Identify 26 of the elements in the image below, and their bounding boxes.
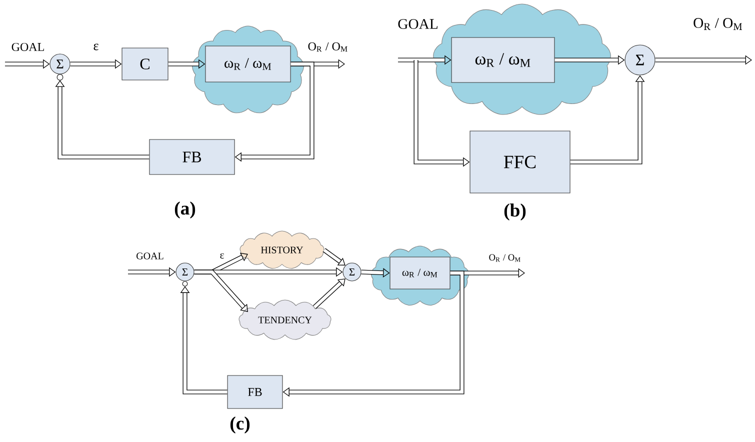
block-box: FFC	[470, 130, 570, 194]
edge-label: O$_{R}$ / O$_{M}$	[694, 18, 742, 30]
edge-label: O$_{R}$ / O$_{M}$	[489, 254, 520, 262]
arrow	[282, 270, 464, 397]
block-box: C	[122, 48, 168, 80]
arrow	[312, 278, 346, 309]
panel-label: (a)	[174, 202, 196, 218]
cloud-box: HISTORY	[240, 230, 324, 269]
block-box: FB	[227, 375, 283, 409]
block-box: ω$_{R}$ / ω$_{M}$	[390, 256, 450, 290]
summing-junction: Σ	[50, 54, 70, 74]
block-box: ω$_{R}$ / ω$_{M}$	[205, 46, 291, 82]
block-box: ω$_{R}$ / ω$_{M}$	[451, 37, 555, 83]
edge-label: ε	[220, 253, 224, 259]
edge-label: ε	[94, 44, 98, 50]
cloud-box: TENDENCY	[238, 300, 332, 340]
summing-junction: Σ	[176, 262, 194, 282]
edge-label: GOAL	[12, 42, 44, 52]
block-box: FB	[149, 139, 235, 175]
edge-label: GOAL	[136, 252, 164, 260]
edge-label: O$_{R}$ / O$_{M}$	[308, 42, 348, 52]
summing-junction: Σ	[624, 44, 656, 76]
arrow	[194, 270, 248, 312]
arrow	[322, 248, 346, 266]
summing-junction: Σ	[342, 262, 362, 282]
edge-label: GOAL	[398, 19, 438, 29]
